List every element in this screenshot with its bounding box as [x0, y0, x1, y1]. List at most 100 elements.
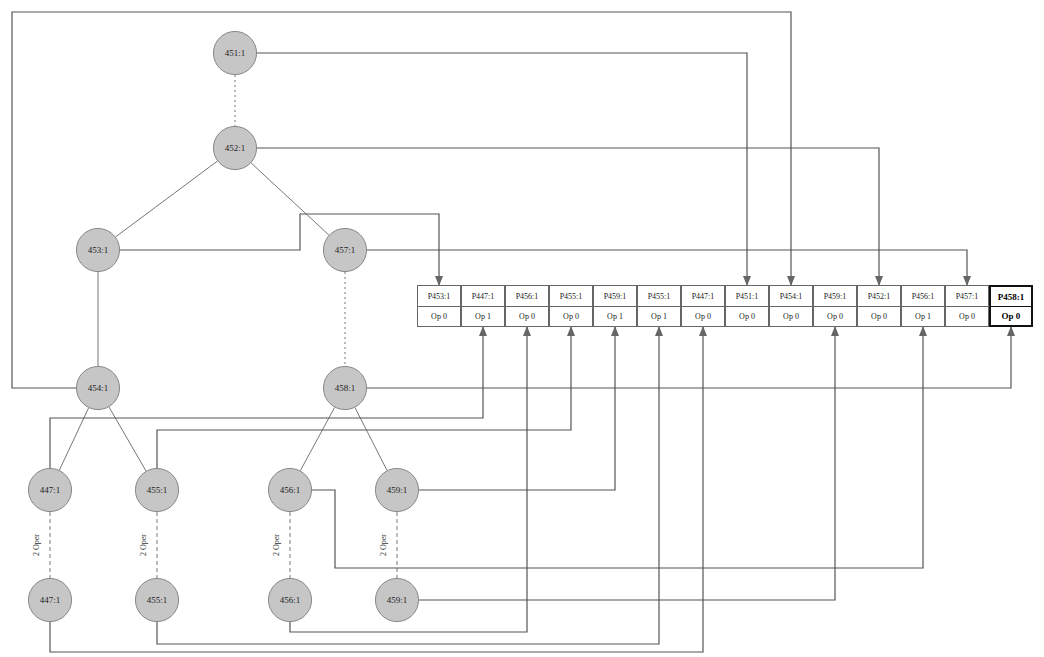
array-cell: P452:1Op 0 — [857, 285, 901, 327]
cell-op: Op 0 — [991, 306, 1031, 325]
tree-node-circle: 453:1 — [76, 228, 120, 272]
tree-link — [50, 512, 51, 578]
tree-link — [116, 161, 218, 237]
pointer-arrow — [290, 327, 527, 632]
cell-id: P447:1 — [462, 286, 504, 306]
tree-node-circle: 447:1 — [28, 578, 72, 622]
array-cell: P459:1Op 0 — [813, 285, 857, 327]
cell-op: Op 1 — [638, 306, 680, 326]
pointer-arrow — [367, 327, 1011, 388]
node-id: 451:1 — [225, 49, 246, 58]
cell-op: Op 0 — [682, 306, 724, 326]
tree-link — [300, 407, 334, 470]
node-id: 447:1 — [40, 486, 61, 495]
cell-id: P447:1 — [682, 286, 724, 306]
cell-op: Op 0 — [506, 306, 548, 326]
cell-id: P456:1 — [506, 286, 548, 306]
cell-op: Op 0 — [770, 306, 812, 326]
cell-op: Op 0 — [946, 306, 988, 326]
cell-op: Op 0 — [418, 306, 460, 326]
pointer-arrow — [367, 250, 967, 285]
node-id: 456:1 — [280, 596, 301, 605]
cell-op: Op 1 — [462, 306, 504, 326]
cell-id: P453:1 — [418, 286, 460, 306]
tree-node-circle: 456:1 — [268, 578, 312, 622]
tree-node-circle: 447:1 — [28, 468, 72, 512]
operation-label: 2 Oper — [140, 533, 148, 557]
tree-link — [98, 272, 99, 366]
tree-node-circle: 454:1 — [76, 366, 120, 410]
cell-id: P458:1 — [991, 287, 1031, 306]
operation-label: 2 Oper — [273, 533, 281, 557]
tree-link — [355, 408, 387, 471]
node-id: 455:1 — [147, 596, 168, 605]
tree-node-circle: 455:1 — [135, 578, 179, 622]
array-cell: P451:1Op 0 — [725, 285, 769, 327]
tree-link — [251, 163, 329, 235]
cell-id: P459:1 — [814, 286, 856, 306]
array-cell: P455:1Op 1 — [637, 285, 681, 327]
cell-op: Op 0 — [550, 306, 592, 326]
node-id: 447:1 — [40, 596, 61, 605]
node-id: 456:1 — [280, 486, 301, 495]
tree-link — [345, 272, 346, 366]
array-cell: P456:1Op 1 — [901, 285, 945, 327]
cell-id: P456:1 — [902, 286, 944, 306]
tree-link — [290, 512, 291, 578]
tree-link — [109, 407, 146, 471]
tree-link — [235, 75, 236, 126]
pointer-arrow — [50, 327, 483, 468]
pointer-arrow — [312, 327, 923, 568]
array-cell: P454:1Op 0 — [769, 285, 813, 327]
cell-op: Op 1 — [594, 306, 636, 326]
cell-op: Op 1 — [902, 306, 944, 326]
tree-node-circle: 459:1 — [375, 468, 419, 512]
array-cell: P453:1Op 0 — [417, 285, 461, 327]
array-cell: P447:1Op 0 — [681, 285, 725, 327]
array-cell: P459:1Op 1 — [593, 285, 637, 327]
node-id: 453:1 — [88, 246, 109, 255]
node-id: 459:1 — [387, 596, 408, 605]
cell-op: Op 0 — [726, 306, 768, 326]
tree-node-circle: 455:1 — [135, 468, 179, 512]
pointer-arrow — [257, 148, 879, 285]
array-cell: P455:1Op 0 — [549, 285, 593, 327]
tree-link — [59, 408, 88, 470]
node-id: 454:1 — [88, 384, 109, 393]
tree-node-circle: 452:1 — [213, 126, 257, 170]
node-id: 457:1 — [335, 246, 356, 255]
node-id: 452:1 — [225, 144, 246, 153]
cell-op: Op 0 — [858, 306, 900, 326]
cell-op: Op 0 — [814, 306, 856, 326]
tree-node-circle: 451:1 — [213, 31, 257, 75]
node-id: 458:1 — [335, 384, 356, 393]
pointer-arrow — [157, 327, 571, 468]
tree-link — [157, 512, 158, 578]
array-cell: P457:1Op 0 — [945, 285, 989, 327]
cell-id: P455:1 — [638, 286, 680, 306]
pointer-arrow — [50, 327, 703, 652]
tree-node-circle: 459:1 — [375, 578, 419, 622]
array-cell: P456:1Op 0 — [505, 285, 549, 327]
tree-node-circle: 458:1 — [323, 366, 367, 410]
pointer-arrow — [419, 327, 615, 490]
operation-label: 2 Oper — [33, 533, 41, 557]
cell-id: P454:1 — [770, 286, 812, 306]
cell-id: P457:1 — [946, 286, 988, 306]
tree-node-circle: 456:1 — [268, 468, 312, 512]
pointer-arrow — [157, 327, 659, 644]
node-id: 455:1 — [147, 486, 168, 495]
cell-id: P455:1 — [550, 286, 592, 306]
cell-id: P451:1 — [726, 286, 768, 306]
operation-label: 2 Oper — [380, 533, 388, 557]
cell-id: P459:1 — [594, 286, 636, 306]
pointer-arrow — [419, 327, 835, 600]
array-cell: P458:1Op 0 — [989, 285, 1033, 327]
node-id: 459:1 — [387, 486, 408, 495]
cell-id: P452:1 — [858, 286, 900, 306]
tree-node-circle: 457:1 — [323, 228, 367, 272]
array-cell: P447:1Op 1 — [461, 285, 505, 327]
pointer-arrow — [12, 12, 791, 388]
